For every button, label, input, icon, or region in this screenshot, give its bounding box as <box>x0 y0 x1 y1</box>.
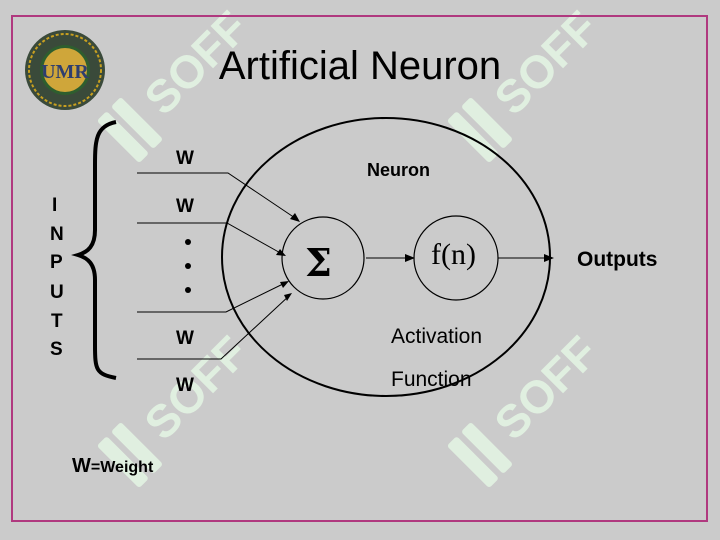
inputs-letter-s: S <box>50 339 63 360</box>
inputs-brace <box>71 120 117 380</box>
arrowheads <box>276 213 554 301</box>
university-logo: UMR <box>25 30 105 110</box>
weight-label-2: W <box>176 196 194 217</box>
inputs-letter-u: U <box>50 282 64 303</box>
activation-label-line2: Function <box>391 368 472 391</box>
weight-legend: W=Weight <box>72 455 153 478</box>
sum-node <box>281 216 365 300</box>
weight-label-3: W <box>176 328 194 349</box>
slide-frame <box>11 15 708 522</box>
activation-label-line1: Activation <box>391 325 483 348</box>
legend-w: W <box>72 455 91 477</box>
svg-text:UMR: UMR <box>41 61 89 83</box>
inputs-letter-i: I <box>52 195 58 216</box>
slide-title: Artificial Neuron <box>218 44 502 88</box>
inputs-letter-p: P <box>50 252 63 273</box>
outputs-label: Outputs <box>577 248 658 271</box>
neuron-label: Neuron <box>367 160 430 180</box>
legend-rest: =Weight <box>90 459 154 476</box>
weight-label-1: W <box>176 148 194 169</box>
activation-symbol: f(n) <box>431 238 476 271</box>
inputs-letter-n: N <box>50 224 64 245</box>
inputs-letter-t: T <box>51 311 63 332</box>
input-lines <box>137 172 552 360</box>
ellipsis-dots <box>185 239 191 293</box>
sum-symbol: Σ <box>305 240 332 285</box>
weight-label-4: W <box>176 375 194 396</box>
